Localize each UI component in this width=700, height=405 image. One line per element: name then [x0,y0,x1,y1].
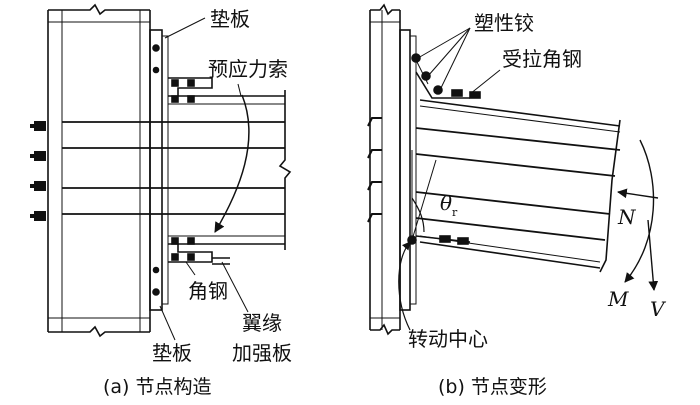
leader-hinge-2 [427,27,471,77]
moment-arrow-M [624,139,655,283]
leader-stiffener [221,261,249,313]
deformed-beam [415,99,621,273]
panel-b-joint-deformation [367,3,659,336]
leader-rotation-center [398,241,411,331]
leader-hinge-3 [439,27,471,91]
rotation-angle-arc [411,197,425,233]
label-angle-steel: 角钢 [188,279,228,303]
label-theta: θ [440,191,452,215]
leader-angle [185,261,196,276]
rotation-rot-line [411,159,437,241]
prestress-tendon-arrow [214,94,250,233]
tendon-leader [237,83,242,97]
leader-tension-angle [469,69,501,95]
panel-a-joint-construction [30,3,292,341]
label-flange-stiffener-2: 加强板 [232,341,292,365]
label-flange-stiffener-1: 翼缘 [242,311,282,335]
label-shim-bottom: 垫板 [152,341,192,365]
leader-shim-bottom [159,305,176,341]
leader-hinge-1 [417,27,471,59]
flange-stiffener-plate [212,257,230,265]
column-bolts [30,121,46,221]
column [47,3,151,338]
label-shim-top: 垫板 [210,7,250,31]
label-plastic-hinge: 塑性铰 [474,11,534,35]
caption-panel-a: (a) 节点构造 [103,376,212,398]
end-plate-shim [149,29,169,311]
label-rotation-center: 转动中心 [408,327,488,351]
column-bolts-b [367,117,382,223]
force-arrow-N [617,188,659,199]
label-force-M: M [607,287,629,311]
label-theta-subscript: r [452,206,458,219]
force-arrow-V [647,219,659,291]
bottom-angle-b [415,235,471,245]
leader-shim-top [164,17,206,39]
label-tension-angle: 受拉角钢 [502,47,582,71]
label-prestress-tendon: 预应力索 [208,57,288,81]
angle-steel [168,77,213,263]
label-force-N: N [617,205,637,229]
label-force-V: V [650,297,667,321]
column-b [369,3,401,336]
beam [62,90,292,250]
end-plate-b [399,29,417,311]
caption-panel-b: (b) 节点变形 [438,376,547,398]
plastic-hinge-points [411,53,443,95]
